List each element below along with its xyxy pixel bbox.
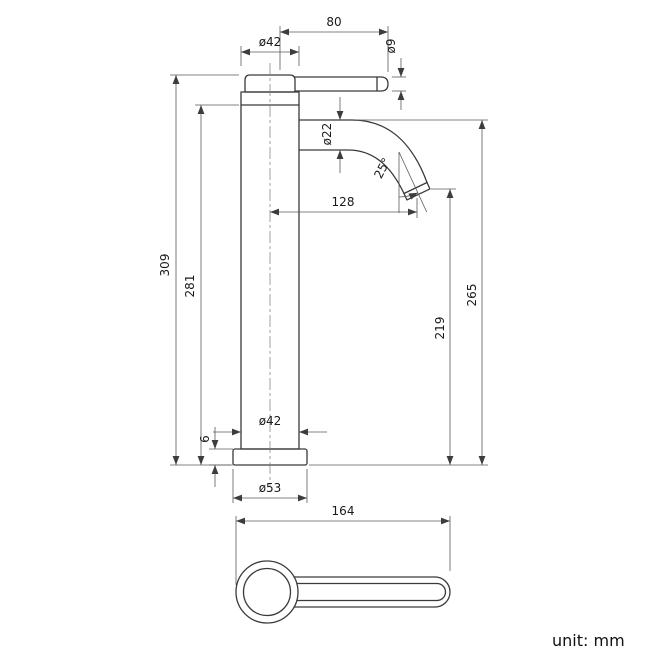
dim-label-spout-reach: 128 [332,195,355,209]
lever-end-cap [434,576,451,608]
dim-spout-outlet-height: 219 [431,188,456,465]
dim-label-handle-rod-diameter: ø9 [384,39,398,54]
dim-body-height: 281 [183,104,239,465]
dim-spout-reach: 128 [270,195,418,218]
dim-label-handle-overall-length: 164 [332,504,355,518]
dim-lower-body-diameter: ø42 [213,414,327,436]
lever-end-inner-arc [436,582,447,602]
dim-handle-rod-diameter: ø9 [384,39,406,110]
dim-label-lower-body-diameter: ø42 [259,414,282,428]
dim-label-top-diameter: ø42 [259,35,282,49]
faucet-cap-outline [244,74,296,93]
dim-total-height: 309 [158,74,239,466]
dim-handle-length: 80 [279,15,389,72]
dim-top-diameter: ø42 [240,35,300,66]
dim-base-diameter: ø53 [232,469,308,503]
dim-label-spout-angle: 25° [371,156,393,181]
faucet-side-view [232,63,431,486]
dim-label-spout-outlet-height: 219 [433,317,447,340]
dim-label-spout-top-height: 265 [465,284,479,307]
handle-top-view [235,560,451,624]
dim-label-body-height: 281 [183,275,197,298]
dim-label-total-height: 309 [158,254,172,277]
dim-label-base-plate-thickness: 6 [198,435,212,443]
handle-rod-outline [294,76,389,92]
handle-base-outer-circle [235,560,299,624]
dim-handle-overall-length: 164 [235,504,451,585]
dim-spout-angle: 25° [371,151,428,213]
dim-label-spout-tube-diameter: ø22 [320,123,334,146]
unit-note: unit: mm [552,631,625,650]
dim-label-base-diameter: ø53 [259,481,282,495]
handle-base-inner-circle [242,567,292,617]
dim-spout-top-height: 265 [309,119,488,466]
spout-outer-edge [298,119,428,184]
dim-base-plate-thickness: 6 [198,427,233,487]
dim-label-handle-length: 80 [326,15,341,29]
dimension-annotations: 80 ø42 ø9 ø22 [158,15,488,585]
dim-spout-tube-diameter: ø22 [320,97,344,173]
